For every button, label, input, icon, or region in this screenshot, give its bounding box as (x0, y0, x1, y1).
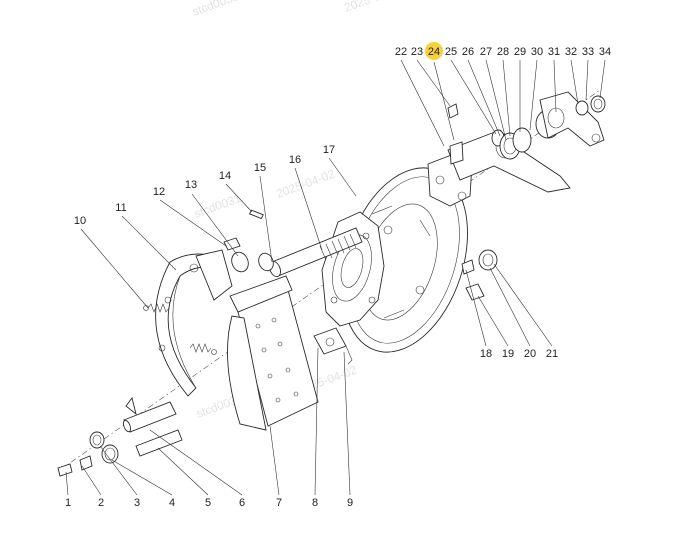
callout-13[interactable]: 13 (185, 179, 197, 191)
callout-22[interactable]: 22 (395, 46, 407, 58)
callout-33[interactable]: 33 (582, 46, 594, 58)
callout-27[interactable]: 27 (480, 46, 492, 58)
callout-label: 28 (497, 46, 509, 58)
callout-label: 25 (445, 46, 457, 58)
callout-label: 10 (74, 215, 86, 227)
backing-plate-fasteners (461, 249, 498, 301)
callout-label: 16 (289, 154, 301, 166)
callout-label: 1 (65, 497, 71, 509)
callout-10[interactable]: 10 (74, 215, 86, 227)
watermark: 2025-04-02 (274, 167, 337, 201)
callout-28[interactable]: 28 (497, 46, 509, 58)
callout-label: 8 (312, 497, 318, 509)
callout-8[interactable]: 8 (312, 497, 318, 509)
callout-5[interactable]: 5 (205, 497, 211, 509)
adjuster-bracket (313, 327, 353, 365)
return-spring (143, 303, 217, 355)
callout-label: 34 (599, 46, 611, 58)
callout-label: 26 (462, 46, 474, 58)
callout-1[interactable]: 1 (65, 497, 71, 509)
callout-label: 13 (185, 179, 197, 191)
callout-23[interactable]: 23 (411, 46, 423, 58)
callout-label: 11 (115, 202, 126, 214)
backing-plate (342, 167, 468, 353)
callout-label: 12 (153, 186, 165, 198)
callout-26[interactable]: 26 (462, 46, 474, 58)
slack-adjuster (427, 91, 606, 207)
roller-pins (223, 209, 274, 273)
callout-32[interactable]: 32 (565, 46, 577, 58)
callout-34[interactable]: 34 (599, 46, 611, 58)
callout-label: 6 (239, 497, 245, 509)
callout-label: 17 (323, 144, 335, 156)
callout-15[interactable]: 15 (254, 162, 266, 174)
callout-19[interactable]: 19 (502, 348, 514, 360)
callout-label: 20 (524, 348, 536, 360)
callout-label: 5 (205, 497, 211, 509)
callout-label: 21 (546, 348, 558, 360)
callout-label: 31 (548, 46, 560, 58)
callout-14[interactable]: 14 (219, 170, 231, 182)
callout-2[interactable]: 2 (98, 497, 104, 509)
callout-31[interactable]: 31 (548, 46, 560, 58)
callout-label: 2 (98, 497, 104, 509)
callout-label: 23 (411, 46, 423, 58)
anchor-hardware (57, 396, 183, 477)
callout-3[interactable]: 3 (134, 497, 140, 509)
callout-label: 27 (480, 46, 492, 58)
brake-shoe-rear (155, 249, 233, 397)
watermark: 2025-04-02 (342, 0, 405, 15)
callout-9[interactable]: 9 (347, 497, 353, 509)
brake-shoe-front (227, 275, 319, 431)
callout-18[interactable]: 18 (480, 348, 492, 360)
callout-label: 18 (480, 348, 492, 360)
callout-30[interactable]: 30 (531, 46, 543, 58)
callout-label: 15 (254, 162, 266, 174)
callout-4[interactable]: 4 (169, 497, 175, 509)
callout-24[interactable]: 24 (425, 42, 443, 60)
watermark: stcd0031 (190, 0, 241, 19)
callout-29[interactable]: 29 (514, 46, 526, 58)
callout-20[interactable]: 20 (524, 348, 536, 360)
leader-lines (65, 59, 606, 496)
callout-label: 7 (276, 497, 282, 509)
callout-label: 19 (502, 348, 514, 360)
callout-label: 29 (514, 46, 526, 58)
callout-label: 14 (219, 170, 231, 182)
callout-25[interactable]: 25 (445, 46, 457, 58)
callout-11[interactable]: 11 (115, 202, 126, 214)
callout-label: 9 (347, 497, 353, 509)
callout-label: 30 (531, 46, 543, 58)
callout-12[interactable]: 12 (153, 186, 165, 198)
callout-17[interactable]: 17 (323, 144, 335, 156)
callout-16[interactable]: 16 (289, 154, 301, 166)
callout-label: 24 (428, 46, 440, 58)
callout-21[interactable]: 21 (546, 348, 558, 360)
callout-label: 22 (395, 46, 407, 58)
callout-6[interactable]: 6 (239, 497, 245, 509)
callout-7[interactable]: 7 (276, 497, 282, 509)
callout-label: 33 (582, 46, 594, 58)
watermark: stcd0031 (192, 191, 243, 221)
callout-label: 32 (565, 46, 577, 58)
highlight-marker (425, 42, 443, 60)
callout-label: 3 (134, 497, 140, 509)
callout-label: 4 (169, 497, 175, 509)
